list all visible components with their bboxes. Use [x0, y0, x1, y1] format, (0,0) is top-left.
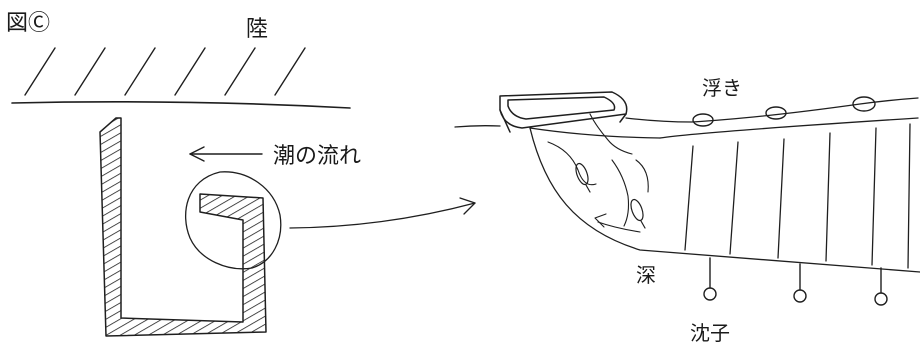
- net-curtain: [529, 117, 920, 273]
- shoreline: [11, 100, 351, 109]
- sinker-label: 沈子: [690, 321, 730, 345]
- figure-label: 図Ⓒ: [6, 11, 50, 36]
- net-plan-view: [99, 117, 267, 337]
- deep-label: 深: [636, 263, 656, 287]
- net-pocket-lines: [547, 113, 649, 233]
- boat: [499, 91, 628, 133]
- floats: [692, 96, 876, 127]
- land-label: 陸: [246, 17, 268, 42]
- tide-arrow: [189, 146, 263, 162]
- float-label: 浮き: [702, 76, 742, 100]
- detail-arrow: [289, 197, 476, 229]
- land-hatching: [24, 47, 306, 96]
- tide-label: 潮の流れ: [273, 144, 361, 169]
- sinkers: [703, 257, 888, 306]
- water-surface: [454, 97, 919, 128]
- magnify-circle: [184, 171, 282, 270]
- fish-icons: [575, 162, 646, 229]
